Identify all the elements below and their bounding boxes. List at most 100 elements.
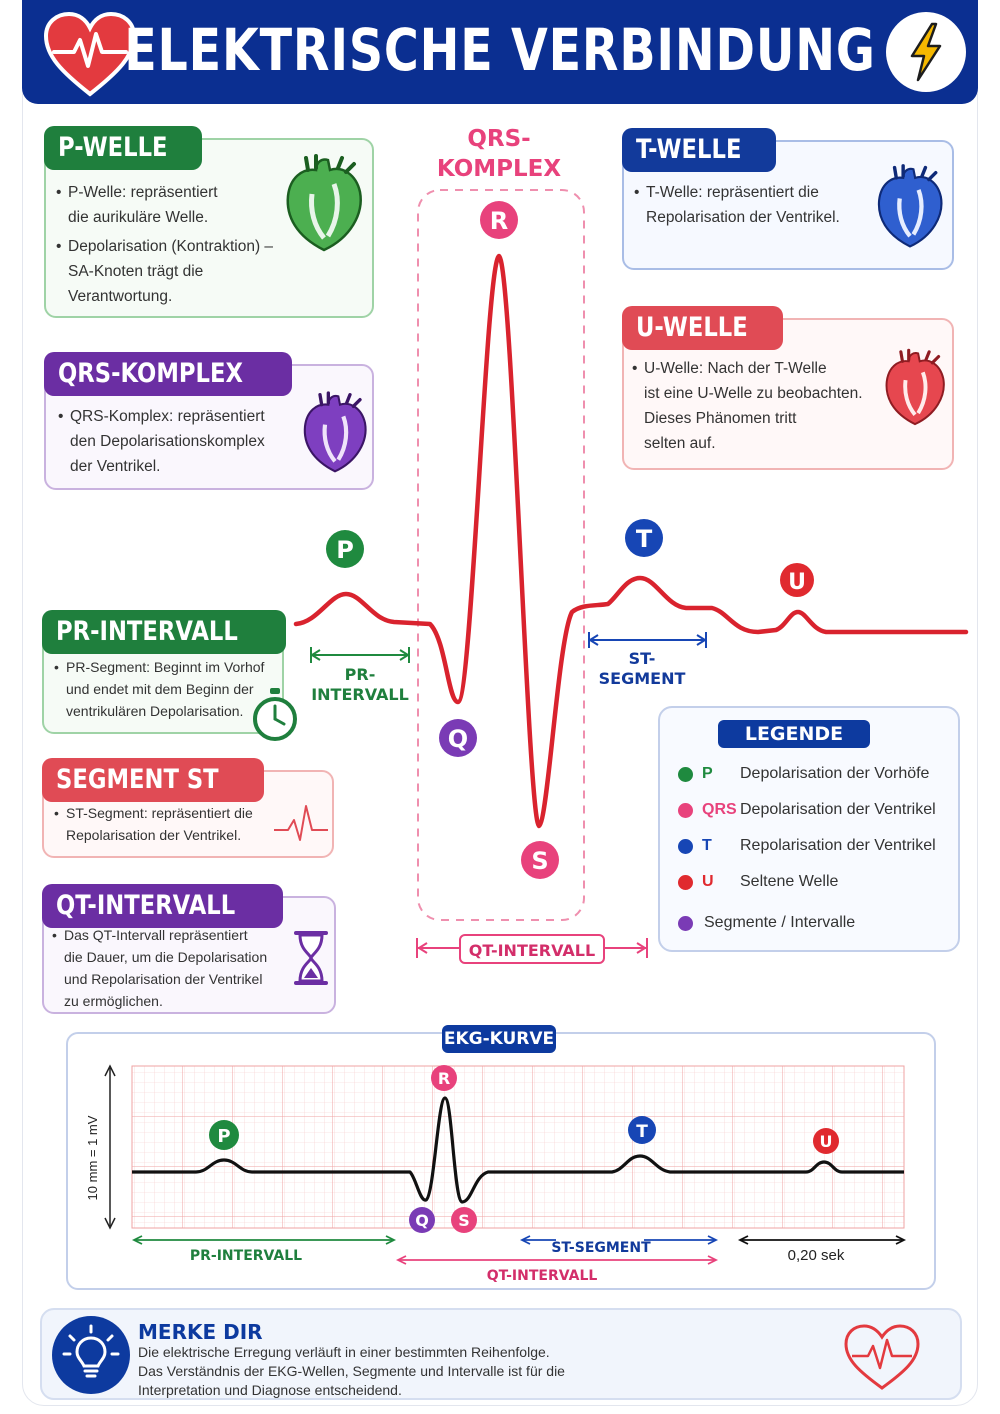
bullet-text: T-Welle: repräsentiert dieRepolarisation… (634, 180, 840, 230)
ecg-trace (293, 253, 969, 829)
legend-box: LEGENDE P Depolarisation der Vorhöfe QRS… (658, 706, 960, 952)
svg-text:Q: Q (415, 1211, 429, 1230)
heart-anatomy-icon (885, 348, 945, 426)
ekg-marker-t: T (628, 1116, 656, 1144)
svg-text:S: S (531, 847, 548, 875)
heart-pulse-icon (844, 1324, 920, 1390)
legend-desc: Depolarisation der Ventrikel (740, 801, 936, 818)
card-tag-qt-intervall: QT-INTERVALL (42, 884, 284, 928)
ekg-pulse-icon (274, 805, 328, 841)
stopwatch-icon (253, 688, 297, 741)
pr-interval-label: PR- (345, 665, 376, 684)
heart-anatomy-icon (286, 154, 362, 252)
st-bullets: ST-Segment: repräsentiert dieRepolarisat… (54, 802, 253, 846)
card-tag-u-welle: U-WELLE (622, 306, 783, 350)
svg-text:T: T (636, 525, 653, 553)
page-title: ELEKTRISCHE VERBINDUNG (124, 16, 876, 84)
ekg-trace (132, 1096, 904, 1204)
ekg-pr-label: PR-INTERVALL (190, 1248, 302, 1264)
ekg-time-label: 0,20 sek (788, 1247, 845, 1264)
header-banner: ELEKTRISCHE VERBINDUNG (22, 0, 978, 104)
main-ecg-diagram: QRS- KOMPLEX P R Q S T U PR- INTERVALL (293, 126, 969, 964)
legend-desc: Depolarisation der Vorhöfe (740, 765, 930, 782)
ekg-grid (131, 1065, 905, 1229)
legend-dot (678, 916, 693, 931)
card-segment-st: SEGMENT ST ST-Segment: repräsentiert die… (42, 758, 334, 858)
card-t-welle: T-WELLE T-Welle: repräsentiert dieRepola… (622, 128, 954, 270)
marker-u: U (780, 563, 814, 597)
legend-desc: Segmente / Intervalle (704, 914, 856, 931)
card-tag-t-welle: T-WELLE (622, 128, 776, 172)
legend-dot (678, 767, 693, 782)
svg-text:T: T (636, 1122, 648, 1142)
ekg-pr-arrow (131, 1235, 397, 1245)
legend-title: LEGENDE (718, 720, 870, 748)
merke-text: Das Verständnis der EKG-Wellen, Segmente… (138, 1363, 565, 1379)
marker-p: P (326, 530, 364, 568)
merke-title: MERKE DIR (138, 1320, 263, 1344)
pr-interval-arrow (310, 647, 410, 663)
legend-dot (678, 875, 693, 890)
legend-desc: Seltene Welle (740, 873, 839, 890)
merke-text: Die elektrische Erregung verläuft in ein… (138, 1344, 550, 1360)
ekg-marker-s: S (451, 1207, 477, 1233)
qrs-dashed-box (417, 189, 585, 921)
card-tag-pr-intervall: PR-INTERVALL (42, 610, 287, 654)
qrs-komplex-label: QRS- (467, 126, 530, 152)
marker-t: T (625, 519, 663, 557)
marker-r: R (480, 201, 518, 239)
ekg-y-axis-label: 10 mm = 1 mV (85, 1115, 100, 1200)
st-segment-label: ST- (629, 649, 656, 668)
card-qrs-komplex: QRS-KOMPLEX QRS-Komplex: repräsentiertde… (44, 352, 374, 490)
ekg-marker-q: Q (409, 1207, 435, 1233)
qt-interval-label: QT-INTERVALL (469, 941, 595, 960)
merke-dir-box: MERKE DIR Die elektrische Erregung verlä… (40, 1308, 962, 1400)
ekg-qt-arrow (395, 1255, 719, 1265)
lightning-icon (886, 12, 966, 92)
heart-anatomy-icon (877, 164, 943, 248)
svg-text:U: U (788, 570, 806, 595)
svg-text:R: R (490, 207, 508, 235)
legend-dot (678, 803, 693, 818)
legend-desc: Repolarisation der Ventrikel (740, 837, 936, 854)
bullet-text: ST-Segment: repräsentiert dieRepolarisat… (54, 802, 253, 846)
svg-text:P: P (336, 536, 354, 564)
card-tag-qrs-komplex: QRS-KOMPLEX (44, 352, 293, 396)
qt-interval-arrow (416, 934, 648, 964)
st-segment-label: SEGMENT (599, 669, 686, 688)
legend-key: U (702, 873, 714, 890)
heart-anatomy-icon (303, 391, 367, 473)
legend-dot (678, 839, 693, 854)
bullet-text: Depolarisation (Kontraktion) –SA-Knoten … (56, 234, 273, 309)
legend-key: P (702, 765, 713, 782)
marker-q: Q (439, 719, 477, 757)
ekg-st-label: ST-SEGMENT (551, 1240, 651, 1256)
t-welle-bullets: T-Welle: repräsentiert dieRepolarisation… (634, 180, 840, 230)
svg-text:S: S (458, 1211, 470, 1230)
marker-s: S (521, 841, 559, 879)
ekg-title: EKG-KURVE (442, 1025, 556, 1053)
heart-icon (43, 11, 137, 97)
ekg-time-arrow (737, 1235, 907, 1245)
hourglass-icon (294, 931, 328, 985)
card-pr-intervall: PR-INTERVALL PR-Segment: Beginnt im Vorh… (42, 610, 297, 741)
ekg-marker-p: P (209, 1120, 239, 1150)
pr-interval-label: INTERVALL (311, 685, 409, 704)
ekg-marker-r: R (431, 1065, 457, 1091)
svg-text:U: U (820, 1132, 833, 1151)
ekg-st-arrow (519, 1235, 719, 1254)
svg-text:P: P (217, 1126, 230, 1147)
svg-text:R: R (438, 1069, 450, 1088)
ekg-marker-u: U (813, 1128, 839, 1154)
